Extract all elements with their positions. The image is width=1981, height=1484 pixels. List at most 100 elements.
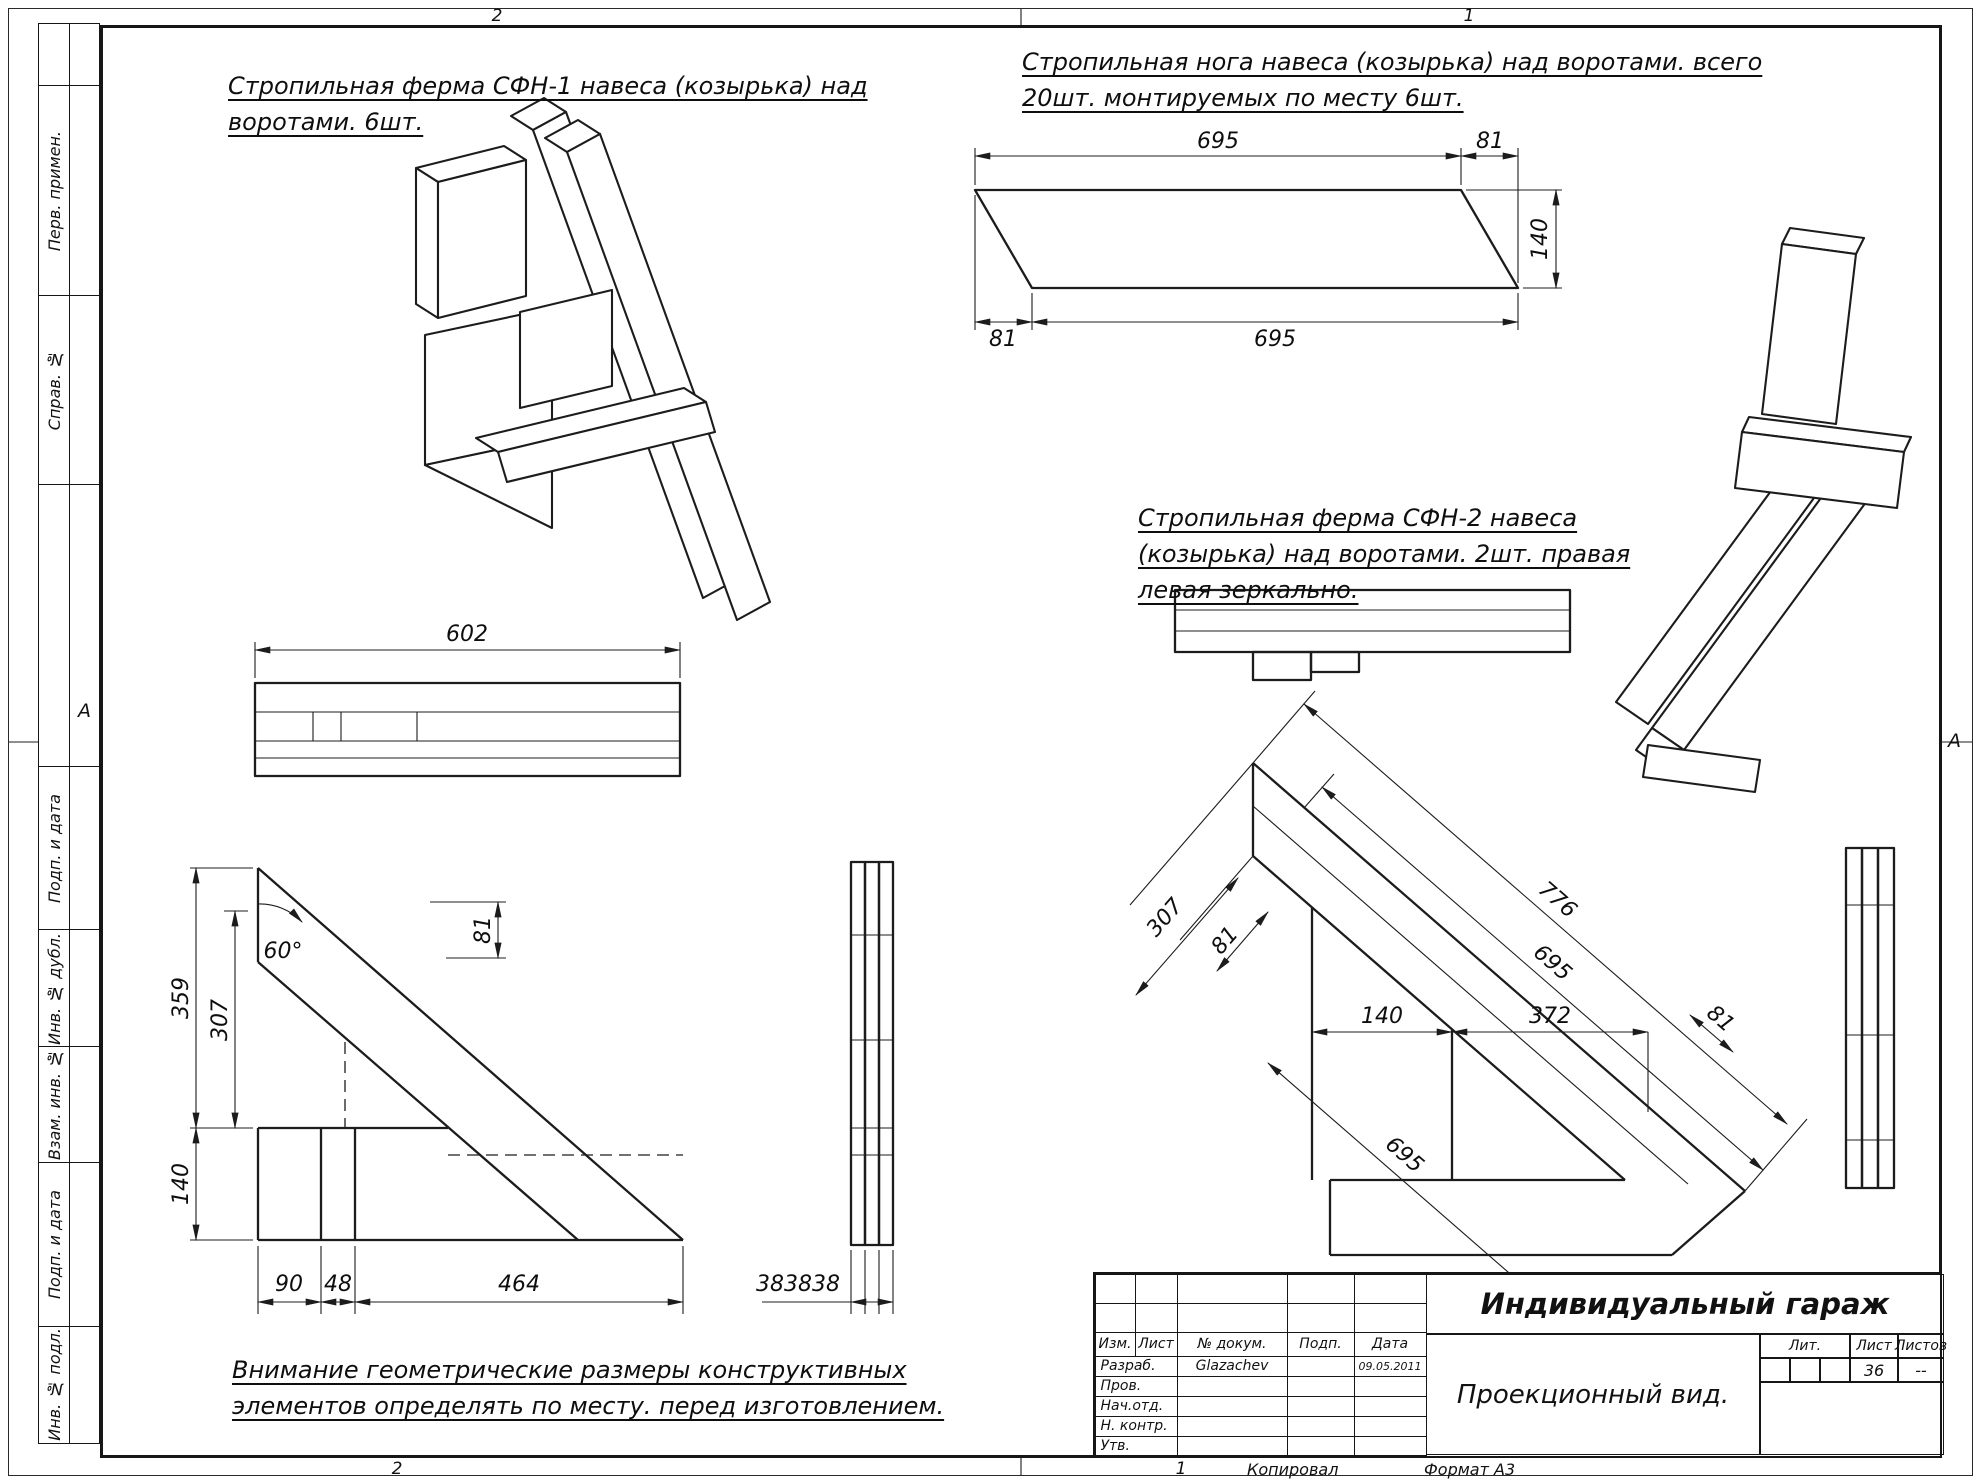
document-title: Индивидуальный гараж bbox=[1426, 1274, 1944, 1334]
tb-cell bbox=[1286, 1273, 1355, 1304]
tb-sign bbox=[1286, 1395, 1355, 1417]
dim-line bbox=[1135, 877, 1239, 996]
tb-cell bbox=[1094, 1273, 1136, 1304]
dim-text: 140 bbox=[169, 1163, 194, 1205]
tb-role: Нач.отд. bbox=[1094, 1395, 1178, 1417]
dim-text: 81 bbox=[471, 916, 496, 944]
zone-divider-ticks bbox=[8, 8, 1973, 1476]
tb-date: 09.05.2011 bbox=[1353, 1355, 1427, 1377]
sheet-frame bbox=[100, 25, 1942, 1458]
tb-date bbox=[1353, 1435, 1427, 1456]
sfn2-isometric-view bbox=[1614, 226, 1913, 794]
margin-cell-sprav: Справ. № bbox=[38, 295, 100, 486]
sheet-outer-border bbox=[8, 8, 1973, 1476]
rafter-leg-view: 695 81 140 81 695 bbox=[973, 129, 1562, 352]
lit-cell bbox=[1820, 1358, 1850, 1382]
margin-label: Перв. примен. bbox=[44, 130, 64, 251]
sfn1-isometric-view bbox=[414, 96, 772, 622]
lit-header: Лит. bbox=[1760, 1334, 1850, 1358]
tb-sign bbox=[1286, 1355, 1355, 1377]
title-block: Изм. Лист № докум. Подп. Дата Разраб. Gl… bbox=[1093, 1272, 1947, 1458]
dim-text: 464 bbox=[498, 1272, 540, 1297]
tb-cell bbox=[1286, 1302, 1355, 1333]
margin-cell-podp-data-2: Подп. и дата bbox=[38, 1162, 100, 1328]
tb-date bbox=[1353, 1415, 1427, 1437]
plank-top-view: 602 bbox=[253, 622, 682, 778]
margin-strip: Перв. примен. Справ. № Подп. и дата Инв.… bbox=[38, 23, 100, 1458]
zone-number-top-left: 2 bbox=[491, 6, 503, 26]
notch-block bbox=[1309, 650, 1361, 674]
tb-header-date: Дата bbox=[1353, 1331, 1427, 1357]
lit-cell bbox=[1790, 1358, 1820, 1382]
margin-label: Инв. № подл. bbox=[44, 1328, 64, 1442]
tb-header-izm: Изм. bbox=[1094, 1331, 1136, 1357]
bottom-board-face bbox=[496, 400, 717, 484]
dim-text: 307 bbox=[208, 999, 233, 1041]
board-strip bbox=[877, 860, 895, 1247]
dim-text: 60° bbox=[264, 939, 303, 964]
tb-role: Пров. bbox=[1094, 1375, 1178, 1397]
tb-date bbox=[1353, 1395, 1427, 1417]
dim-text: 372 bbox=[1529, 1004, 1571, 1029]
lit-cell bbox=[1760, 1358, 1790, 1382]
sheet-number: 36 bbox=[1850, 1358, 1898, 1382]
title-line: воротами. 6шт. bbox=[228, 108, 424, 136]
margin-cell-vzam-inv: Взам. инв. № bbox=[38, 1045, 100, 1164]
tb-name bbox=[1176, 1435, 1288, 1456]
organization-cell bbox=[1760, 1382, 1944, 1455]
margin-cell-empty bbox=[38, 483, 100, 768]
tb-header-podp: Подп. bbox=[1286, 1331, 1355, 1357]
margin-label: Справ. № bbox=[44, 350, 64, 431]
mid-board-face bbox=[1733, 430, 1906, 510]
tb-cell bbox=[1094, 1302, 1136, 1333]
dim-text: 48 bbox=[324, 1272, 352, 1297]
title-line: 20шт. монтируемых по месту 6шт. bbox=[1022, 84, 1464, 112]
dim-text: 140 bbox=[1528, 218, 1553, 260]
kopiroval-label: Копировал bbox=[1247, 1460, 1339, 1479]
zone-row-right: А bbox=[1948, 730, 1961, 752]
sfn1-outline bbox=[256, 867, 684, 1242]
zone-number-bottom-left: 2 bbox=[391, 1459, 403, 1479]
strip-divisions bbox=[851, 934, 893, 1156]
title-block-left: Изм. Лист № докум. Подп. Дата Разраб. Gl… bbox=[1094, 1273, 1427, 1456]
tb-cell bbox=[1176, 1302, 1288, 1333]
format-label: Формат А3 bbox=[1424, 1460, 1516, 1479]
title-block-right: Индивидуальный гараж Проекционный вид. Л… bbox=[1426, 1274, 1947, 1455]
margin-label: Взам. инв. № bbox=[44, 1049, 64, 1161]
margin-label: Подп. и дата bbox=[44, 794, 64, 904]
strip-divisions bbox=[1846, 904, 1894, 1141]
tb-cell bbox=[1353, 1302, 1427, 1333]
sfn2-side-view bbox=[1844, 846, 1896, 1190]
post-face bbox=[436, 158, 528, 320]
dim-line bbox=[1321, 786, 1764, 1171]
tb-header-doc: № докум. bbox=[1176, 1331, 1288, 1357]
mid-block bbox=[518, 288, 614, 410]
dim-text: 90 bbox=[275, 1272, 303, 1297]
tb-name bbox=[1176, 1375, 1288, 1397]
view-title: Проекционный вид. bbox=[1426, 1334, 1760, 1455]
title-rafter-leg: Стропильная нога навеса (козырька) над в… bbox=[1022, 44, 1762, 116]
title-line: левая зеркально. bbox=[1138, 576, 1359, 604]
tb-cell bbox=[1176, 1273, 1288, 1304]
margin-label: Подп. и дата bbox=[44, 1190, 64, 1300]
board-strip bbox=[1876, 846, 1896, 1190]
dim-text: 140 bbox=[1361, 1004, 1403, 1029]
note-line: элементов определять по месту. перед изг… bbox=[232, 1392, 945, 1420]
tb-name: Glazachev bbox=[1176, 1355, 1288, 1377]
dim-text: 81 bbox=[989, 327, 1017, 352]
plank-inner-lines bbox=[1175, 609, 1570, 632]
title-line: (козырька) над воротами. 2шт. правая bbox=[1138, 540, 1631, 568]
dim-line bbox=[1689, 1014, 1734, 1053]
zone-number-top-right: 1 bbox=[1463, 6, 1475, 26]
tb-role: Утв. bbox=[1094, 1435, 1178, 1456]
tb-cell bbox=[1353, 1273, 1427, 1304]
leg-extension-lines bbox=[974, 148, 1562, 330]
tb-role: Н. контр. bbox=[1094, 1415, 1178, 1437]
sheet-header: Лист bbox=[1850, 1334, 1898, 1358]
title-sfn1: Стропильная ферма СФН-1 навеса (козырька… bbox=[228, 68, 868, 140]
tb-role: Разраб. bbox=[1094, 1355, 1178, 1377]
dim-text: 81 bbox=[1476, 129, 1504, 154]
tb-sign bbox=[1286, 1375, 1355, 1397]
title-sfn2: Стропильная ферма СФН-2 навеса (козырька… bbox=[1138, 500, 1630, 608]
